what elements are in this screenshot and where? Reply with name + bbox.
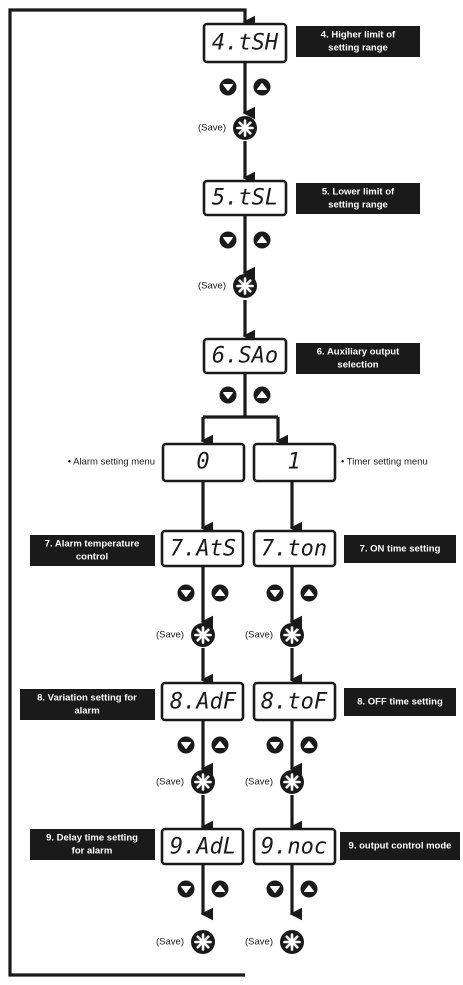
down-button-icon-step-7-alarm[interactable] — [177, 584, 195, 602]
label-box-step-4 — [296, 26, 420, 57]
lcd-display-step-8-alarm — [160, 681, 245, 722]
step-9-timer: 9.noc 9. output control mode — [252, 827, 460, 866]
label-box-step-7-timer — [344, 535, 456, 563]
step-4: 4.tSH 4. Higher limit of setting range — [202, 22, 420, 64]
label-box-step-5 — [296, 183, 420, 214]
save-icon-step-9-alarm[interactable] — [191, 930, 215, 954]
label-line-2-step-7-alarm: control — [76, 552, 108, 563]
save-icon-step-8-alarm[interactable] — [191, 770, 215, 794]
lcd-display-step-8-timer — [252, 681, 337, 722]
step-9-alarm: 9. Delay time setting for alarm 9.AdL — [30, 827, 245, 866]
lcd-display-step-5 — [202, 179, 288, 217]
step-7-alarm: 7. Alarm temperature control 7.AtS — [30, 529, 245, 568]
label-line-1-step-4: 4. Higher limit of — [321, 30, 396, 41]
label-line-2-step-5: setting range — [328, 200, 388, 211]
label-line-1-step-6: 6. Auxiliary output — [317, 347, 400, 358]
label-line-1-step-8-alarm: 8. Variation setting for — [37, 693, 137, 704]
label-box-step-8-timer — [344, 688, 456, 716]
label-line-2-step-4: setting range — [328, 43, 388, 54]
lcd-value-step-7-alarm: 7.AtS — [170, 537, 236, 562]
lcd-value-option-1: 1 — [287, 450, 300, 475]
save-icon-step-9-timer[interactable] — [280, 930, 304, 954]
lcd-display-step-9-alarm — [160, 827, 245, 866]
label-line-1-step-7-timer: 7. ON time setting — [360, 544, 441, 555]
up-button-icon-step-4[interactable] — [253, 78, 271, 96]
step-8-timer: 8.toF 8. OFF time setting — [252, 681, 456, 722]
down-button-icon-step-6[interactable] — [219, 386, 237, 404]
up-button-icon-step-9-timer[interactable] — [300, 880, 318, 898]
label-line-1-step-8-timer: 8. OFF time setting — [357, 697, 443, 708]
down-button-icon-step-9-alarm[interactable] — [177, 880, 195, 898]
down-button-icon-step-9-timer[interactable] — [266, 880, 284, 898]
save-label-step-7-timer: (Save) — [245, 630, 273, 641]
label-box-step-9-timer — [340, 832, 460, 860]
option-alarm: 0 • Alarm setting menu — [68, 442, 246, 483]
label-line-2-step-9-alarm: for alarm — [72, 846, 113, 857]
option-timer: 1 • Timer setting menu — [252, 442, 428, 483]
down-button-icon-step-5[interactable] — [219, 231, 237, 249]
lcd-display-option-1 — [252, 442, 337, 483]
lcd-display-step-7-alarm — [160, 529, 245, 568]
save-icon-step-5[interactable] — [233, 274, 257, 298]
up-button-icon-step-8-timer[interactable] — [300, 736, 318, 754]
button-icons: (Save) (Save) (Save) (Save) (Save) (Save) (Sav… — [156, 78, 318, 954]
up-button-icon-step-9-alarm[interactable] — [211, 880, 229, 898]
lcd-display-step-4 — [202, 22, 288, 64]
lcd-value-step-8-timer: 8.toF — [261, 690, 328, 715]
flow-connectors — [8, 8, 303, 977]
save-label-step-7-alarm: (Save) — [156, 630, 184, 641]
step-5: 5.tSL 5. Lower limit of setting range — [202, 179, 420, 217]
lcd-value-step-9-timer: 9.noc — [261, 835, 327, 860]
save-icon-step-7-alarm[interactable] — [191, 623, 215, 647]
label-line-1-step-9-timer: 9. output control mode — [349, 841, 452, 852]
lcd-value-step-5: 5.tSL — [212, 186, 278, 211]
lcd-display-step-9-timer — [252, 827, 337, 866]
save-label-step-8-timer: (Save) — [245, 777, 273, 788]
lcd-value-option-0: 0 — [196, 450, 209, 475]
lcd-value-step-4: 4.tSH — [212, 31, 279, 56]
lcd-value-step-8-alarm: 8.AdF — [170, 690, 237, 715]
label-line-2-step-8-alarm: alarm — [74, 706, 99, 717]
up-button-icon-step-5[interactable] — [253, 231, 271, 249]
save-label-step-5: (Save) — [198, 281, 226, 292]
save-label-step-4: (Save) — [198, 123, 226, 134]
lcd-display-option-0 — [161, 442, 246, 483]
step-7-timer: 7.ton 7. ON time setting — [252, 529, 456, 568]
down-button-icon-step-8-timer[interactable] — [266, 736, 284, 754]
label-box-step-8-alarm — [20, 689, 155, 720]
note-alarm-setting-menu: • Alarm setting menu — [68, 457, 155, 468]
save-label-step-9-timer: (Save) — [245, 937, 273, 948]
note-timer-setting-menu: • Timer setting menu — [341, 457, 428, 468]
label-box-step-6 — [296, 343, 420, 374]
down-button-icon-step-7-timer[interactable] — [266, 584, 284, 602]
label-line-1-step-9-alarm: 9. Delay time setting — [46, 833, 138, 844]
save-icon-step-4[interactable] — [233, 116, 257, 140]
save-icon-step-7-timer[interactable] — [280, 623, 304, 647]
label-line-1-step-7-alarm: 7. Alarm temperature — [45, 539, 140, 550]
step-8-alarm: 8. Variation setting for alarm 8.AdF — [20, 681, 245, 722]
up-button-icon-step-8-alarm[interactable] — [211, 736, 229, 754]
label-box-step-9-alarm — [30, 829, 155, 860]
save-label-step-9-alarm: (Save) — [156, 937, 184, 948]
save-icon-step-8-timer[interactable] — [280, 770, 304, 794]
lcd-display-step-6 — [202, 337, 288, 375]
step-6: 6.SAo 6. Auxiliary output selection — [202, 337, 420, 375]
up-button-icon-step-7-timer[interactable] — [300, 584, 318, 602]
down-button-icon-step-4[interactable] — [219, 78, 237, 96]
lcd-value-step-9-alarm: 9.AdL — [170, 835, 236, 860]
save-label-step-8-alarm: (Save) — [156, 777, 184, 788]
label-line-2-step-6: selection — [337, 360, 378, 371]
label-box-step-7-alarm — [30, 535, 155, 566]
return-loop-line — [8, 8, 256, 977]
down-button-icon-step-8-alarm[interactable] — [177, 736, 195, 754]
lcd-value-step-7-timer: 7.ton — [261, 537, 327, 562]
label-line-1-step-5: 5. Lower limit of — [322, 187, 395, 198]
up-button-icon-step-7-alarm[interactable] — [211, 584, 229, 602]
up-button-icon-step-6[interactable] — [253, 386, 271, 404]
lcd-display-step-7-timer — [252, 529, 337, 568]
lcd-value-step-6: 6.SAo — [212, 344, 278, 369]
